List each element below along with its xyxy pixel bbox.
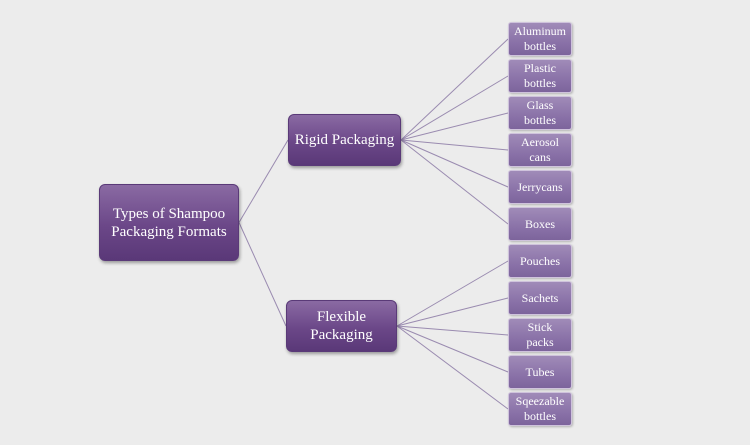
branch-node-rigid-packaging: Rigid Packaging — [288, 114, 401, 166]
leaf-node-jerrycans: Jerrycans — [508, 170, 572, 204]
connector-branch-to-leaf — [396, 325, 509, 373]
connector-branch-to-leaf — [400, 75, 509, 141]
leaf-node-plastic-bottles: Plastic bottles — [508, 59, 572, 93]
connector-branch-to-leaf — [396, 325, 509, 336]
connector-branch-to-leaf — [400, 38, 509, 141]
leaf-node-aerosol-cans: Aerosol cans — [508, 133, 572, 167]
connector-branch-to-leaf — [400, 139, 509, 225]
connector-branch-to-leaf — [400, 139, 509, 188]
root-node-shampoo-packaging-formats: Types of Shampoo Packaging Formats — [99, 184, 239, 261]
branch-node-flexible-packaging: Flexible Packaging — [286, 300, 397, 352]
leaf-node-glass-bottles: Glass bottles — [508, 96, 572, 130]
connector-branch-to-leaf — [396, 297, 509, 327]
connector-branch-to-leaf — [400, 139, 509, 151]
leaf-node-aluminum-bottles: Aluminum bottles — [508, 22, 572, 56]
connector-branch-to-leaf — [396, 260, 509, 327]
connector-branch-to-leaf — [400, 112, 509, 141]
connector-root-to-branch — [238, 222, 287, 327]
connector-root-to-branch — [238, 139, 289, 223]
leaf-node-tubes: Tubes — [508, 355, 572, 389]
leaf-node-stick-packs: Stick packs — [508, 318, 572, 352]
connector-branch-to-leaf — [396, 325, 509, 410]
leaf-node-sqeezable-bottles: Sqeezable bottles — [508, 392, 572, 426]
leaf-node-sachets: Sachets — [508, 281, 572, 315]
leaf-node-boxes: Boxes — [508, 207, 572, 241]
leaf-node-pouches: Pouches — [508, 244, 572, 278]
